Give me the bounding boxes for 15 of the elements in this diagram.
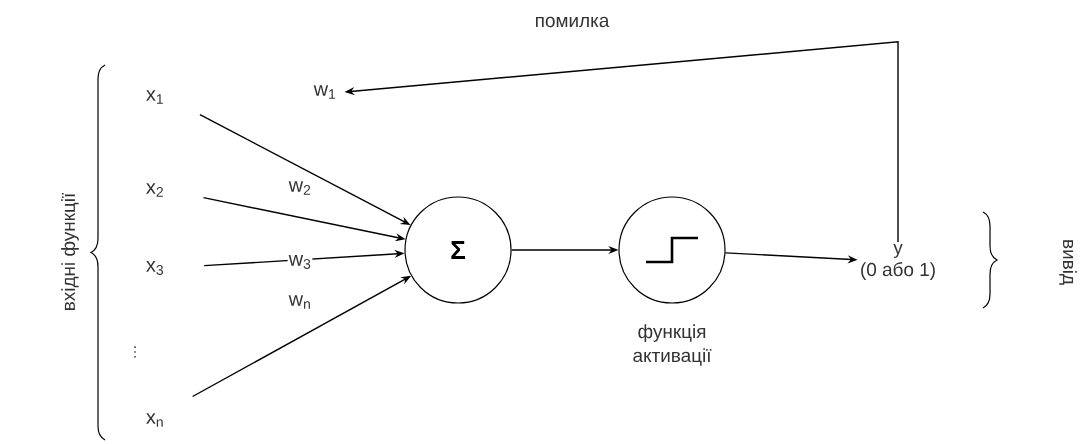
edge-label: w$_{3}$ [288,255,311,269]
weight-label: w$_{1}$ [313,85,336,99]
input-label: x$_{1}$ [146,90,163,104]
brace-label: вхідні функції [61,192,79,310]
brace-label: вивід [1059,240,1077,285]
ellipsis: ⋮ [134,346,136,358]
input-label: x$_{3}$ [146,261,163,275]
edge-label: w$_{n}$ [288,295,310,309]
step-function-circle [618,196,726,304]
input-label: x$_{n}$ [146,413,163,427]
edge-label: w$_{2}$ [288,181,311,195]
input-label: x$_{2}$ [146,183,163,197]
edge-label: помилка [536,16,610,28]
output-label: y (0 або 1) [861,244,935,280]
node-caption: функція активації [633,324,712,366]
